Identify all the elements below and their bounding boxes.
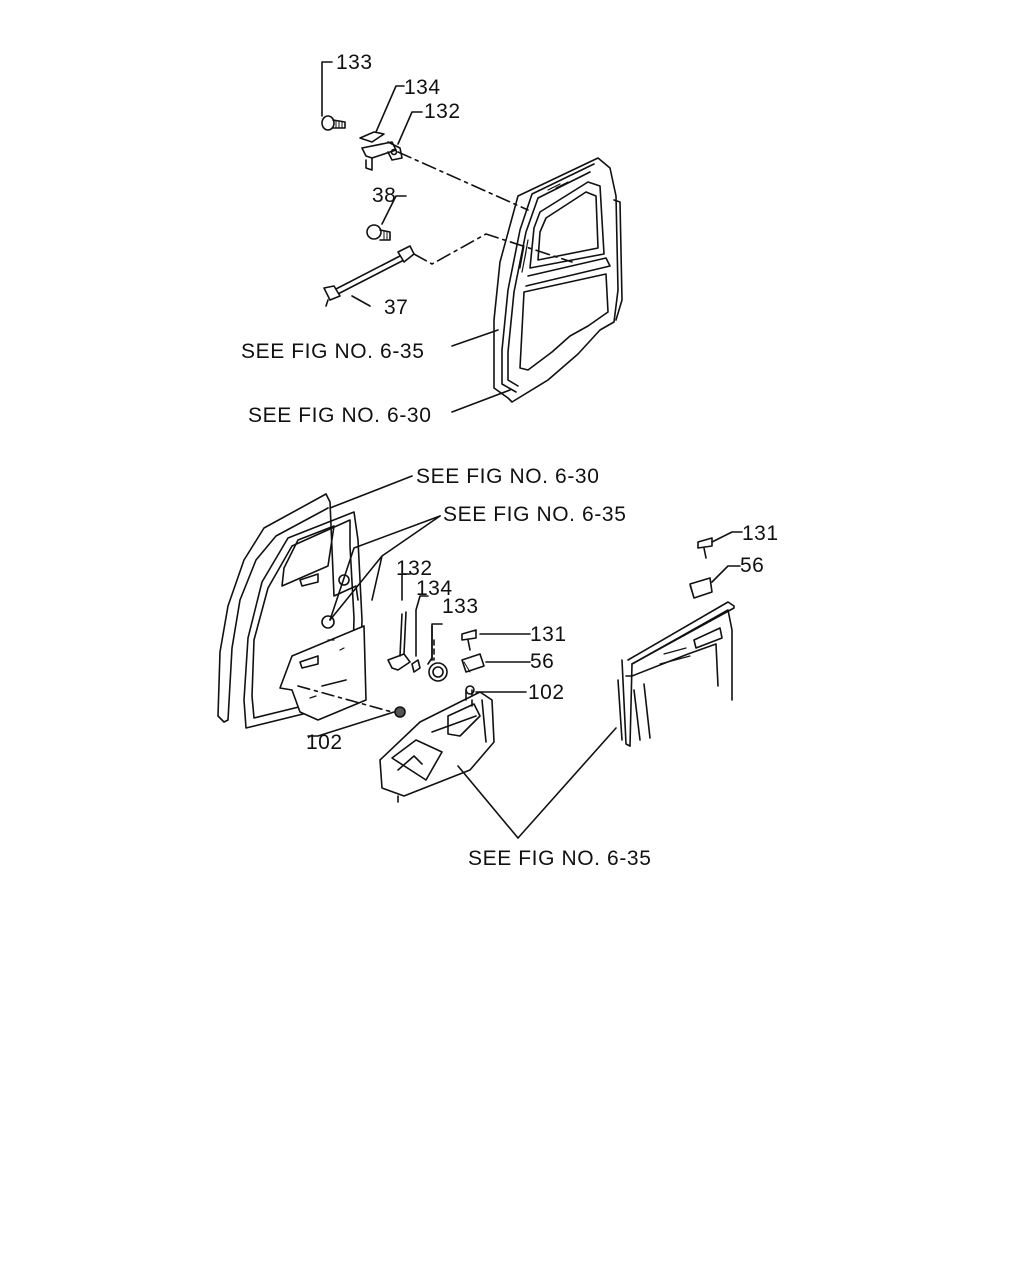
reference-fig-6-35-bottom-lower: SEE FIG NO. 6-35 xyxy=(468,847,652,870)
bottom-right-trim-panel xyxy=(617,537,735,747)
callout-56-right: 56 xyxy=(740,554,765,577)
bottom-door-frame xyxy=(217,493,367,729)
top-hinge-parts xyxy=(321,115,415,307)
callout-131-center: 131 xyxy=(530,623,567,646)
reference-fig-6-35-top: SEE FIG NO. 6-35 xyxy=(241,340,425,363)
top-door-frame xyxy=(493,157,623,403)
callout-102-left: 102 xyxy=(306,731,343,754)
callout-56-center: 56 xyxy=(530,650,555,673)
reference-fig-6-35-bottom-upper: SEE FIG NO. 6-35 xyxy=(443,503,627,526)
bottom-leader-lines xyxy=(297,475,743,839)
callout-37: 37 xyxy=(384,296,409,319)
callout-134-bottom: 134 xyxy=(416,577,453,600)
callout-102-right: 102 xyxy=(528,681,565,704)
bottom-center-parts xyxy=(379,611,495,803)
callout-38: 38 xyxy=(372,184,397,207)
callout-134: 134 xyxy=(404,76,441,99)
callout-133: 133 xyxy=(336,51,373,74)
reference-fig-6-30-bottom: SEE FIG NO. 6-30 xyxy=(416,465,600,488)
top-leader-lines xyxy=(321,61,573,413)
callout-132: 132 xyxy=(424,100,461,123)
callout-133-bottom: 133 xyxy=(442,595,479,618)
reference-fig-6-30-top: SEE FIG NO. 6-30 xyxy=(248,404,432,427)
callout-132-bottom: 132 xyxy=(396,557,433,580)
callout-131-right: 131 xyxy=(742,522,779,545)
